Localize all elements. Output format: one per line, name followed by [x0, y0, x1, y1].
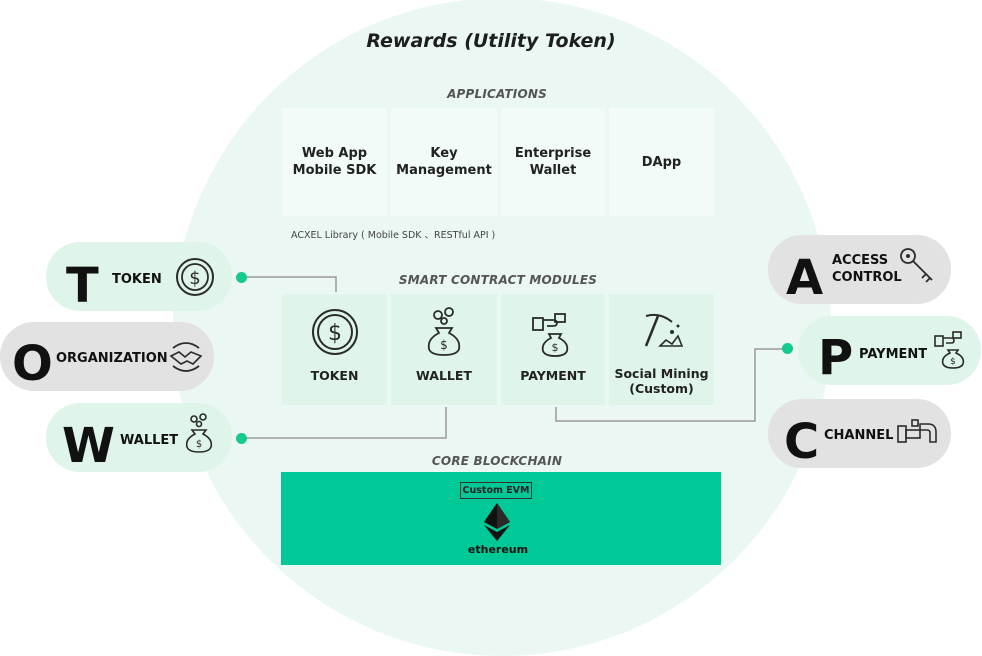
handshake-circle-icon [165, 336, 207, 382]
pill-wallet-letter: W [62, 418, 115, 474]
money-bag-coins-icon: $ [180, 413, 218, 459]
module-token: $ TOKEN [282, 294, 387, 405]
app-web-mobile: Web App Mobile SDK [282, 108, 387, 216]
svg-text:$: $ [328, 321, 342, 346]
module-wallet-label: WALLET [416, 368, 472, 383]
dollar-coin-icon: $ [174, 256, 216, 302]
core-blockchain-label: CORE BLOCKCHAIN [431, 454, 563, 468]
money-bag-coins-icon: $ [391, 306, 497, 358]
custom-evm-badge: Custom EVM [460, 482, 532, 499]
connector-dot-payment [782, 343, 793, 354]
ethereum-icon [484, 503, 510, 545]
module-payment: $ PAYMENT [501, 294, 605, 405]
module-payment-label: PAYMENT [520, 368, 586, 383]
svg-text:$: $ [440, 338, 448, 352]
module-social-mining-label: Social Mining (Custom) [614, 366, 709, 396]
pipe-faucet-icon [896, 414, 940, 454]
svg-text:$: $ [189, 268, 200, 289]
keys-icon [898, 246, 940, 290]
dollar-coin-icon: $ [282, 306, 387, 358]
pill-channel-label: CHANNEL [824, 428, 894, 443]
pill-channel-letter: C [784, 414, 820, 470]
svg-text:$: $ [950, 357, 956, 367]
connector-dot-wallet [236, 433, 247, 444]
pill-organization [0, 322, 214, 391]
pill-access-control-label: ACCESS CONTROL [832, 253, 902, 285]
pill-organization-label: ORGANIZATION [56, 351, 168, 366]
hand-money-bag-icon: $ [933, 328, 969, 374]
ethereum-label: ethereum [467, 543, 529, 556]
pill-token-label: TOKEN [112, 272, 162, 287]
pill-organization-letter: O [12, 336, 53, 392]
svg-text:$: $ [196, 439, 202, 450]
library-note: ACXEL Library ( Mobile SDK 、RESTful API … [291, 230, 496, 241]
modules-label: SMART CONTRACT MODULES [398, 273, 598, 287]
pill-access-control-letter: A [786, 250, 824, 306]
pill-token [46, 242, 232, 311]
connector-wallet-line [241, 407, 447, 439]
pickaxe-icon [609, 306, 714, 358]
connector-payment-line [555, 348, 788, 422]
pill-token-letter: T [66, 258, 99, 314]
app-dapp: DApp [609, 108, 714, 216]
pill-payment-label: PAYMENT [859, 347, 928, 362]
applications-label: APPLICATIONS [447, 87, 547, 101]
connector-token-line [241, 276, 337, 292]
pill-payment-letter: P [818, 330, 854, 386]
module-social-mining: Social Mining (Custom) [609, 294, 714, 405]
app-key-management: Key Management [391, 108, 497, 216]
hand-money-bag-icon: $ [501, 306, 605, 358]
diagram-title: Rewards (Utility Token) [366, 30, 616, 52]
module-wallet: $ WALLET [391, 294, 497, 405]
svg-text:$: $ [552, 341, 559, 354]
connector-dot-token [236, 272, 247, 283]
module-token-label: TOKEN [310, 368, 359, 383]
pill-wallet-label: WALLET [120, 433, 179, 448]
app-enterprise-wallet: Enterprise Wallet [501, 108, 605, 216]
